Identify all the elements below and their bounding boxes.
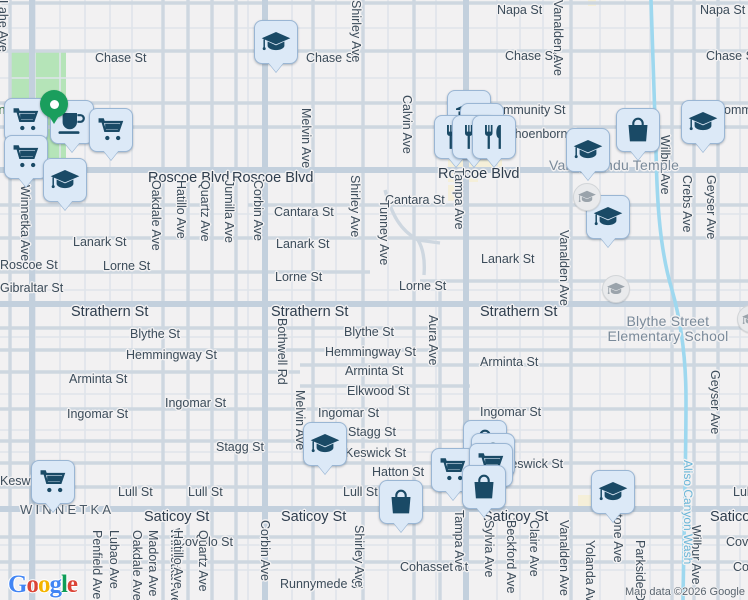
school-poi-marker[interactable] [737, 305, 748, 333]
school-poi-marker[interactable] [573, 183, 601, 211]
shopping-cart-icon [13, 108, 39, 131]
school-icon [688, 112, 718, 131]
park-marker[interactable] [40, 90, 68, 124]
shopping-bag-marker[interactable] [379, 480, 423, 524]
shopping-bag-icon [628, 117, 648, 142]
shopping-cart-marker[interactable] [431, 448, 475, 492]
school-marker[interactable] [591, 470, 635, 514]
school-marker[interactable] [681, 100, 725, 144]
restaurant-icon [485, 125, 501, 149]
school-icon [310, 434, 340, 453]
shopping-cart-icon [98, 118, 124, 141]
shopping-bag-marker[interactable] [462, 465, 506, 509]
map-attribution: Map data ©2026 Google [624, 586, 745, 598]
school-icon [593, 207, 623, 226]
shopping-cart-icon [13, 145, 39, 168]
shopping-cart-icon [40, 470, 66, 493]
google-logo-text: Google [8, 570, 78, 598]
shopping-cart-marker[interactable] [4, 135, 48, 179]
shopping-bag-icon [474, 474, 494, 499]
school-marker[interactable] [566, 128, 610, 172]
school-icon [261, 32, 291, 51]
school-icon [50, 170, 80, 189]
school-icon [573, 140, 603, 159]
cafe-icon [58, 113, 85, 134]
shopping-cart-marker[interactable] [31, 460, 75, 504]
google-logo[interactable]: Google [8, 570, 78, 598]
school-marker[interactable] [43, 158, 87, 202]
school-marker[interactable] [303, 422, 347, 466]
tunney-ave [383, 189, 441, 276]
shopping-bag-marker[interactable] [616, 108, 660, 152]
school-poi-marker[interactable] [602, 275, 630, 303]
school-marker[interactable] [254, 20, 298, 64]
school-icon [598, 482, 628, 501]
shopping-bag-icon [391, 489, 411, 514]
shopping-cart-marker[interactable] [89, 108, 133, 152]
restaurant-marker[interactable] [472, 115, 516, 159]
